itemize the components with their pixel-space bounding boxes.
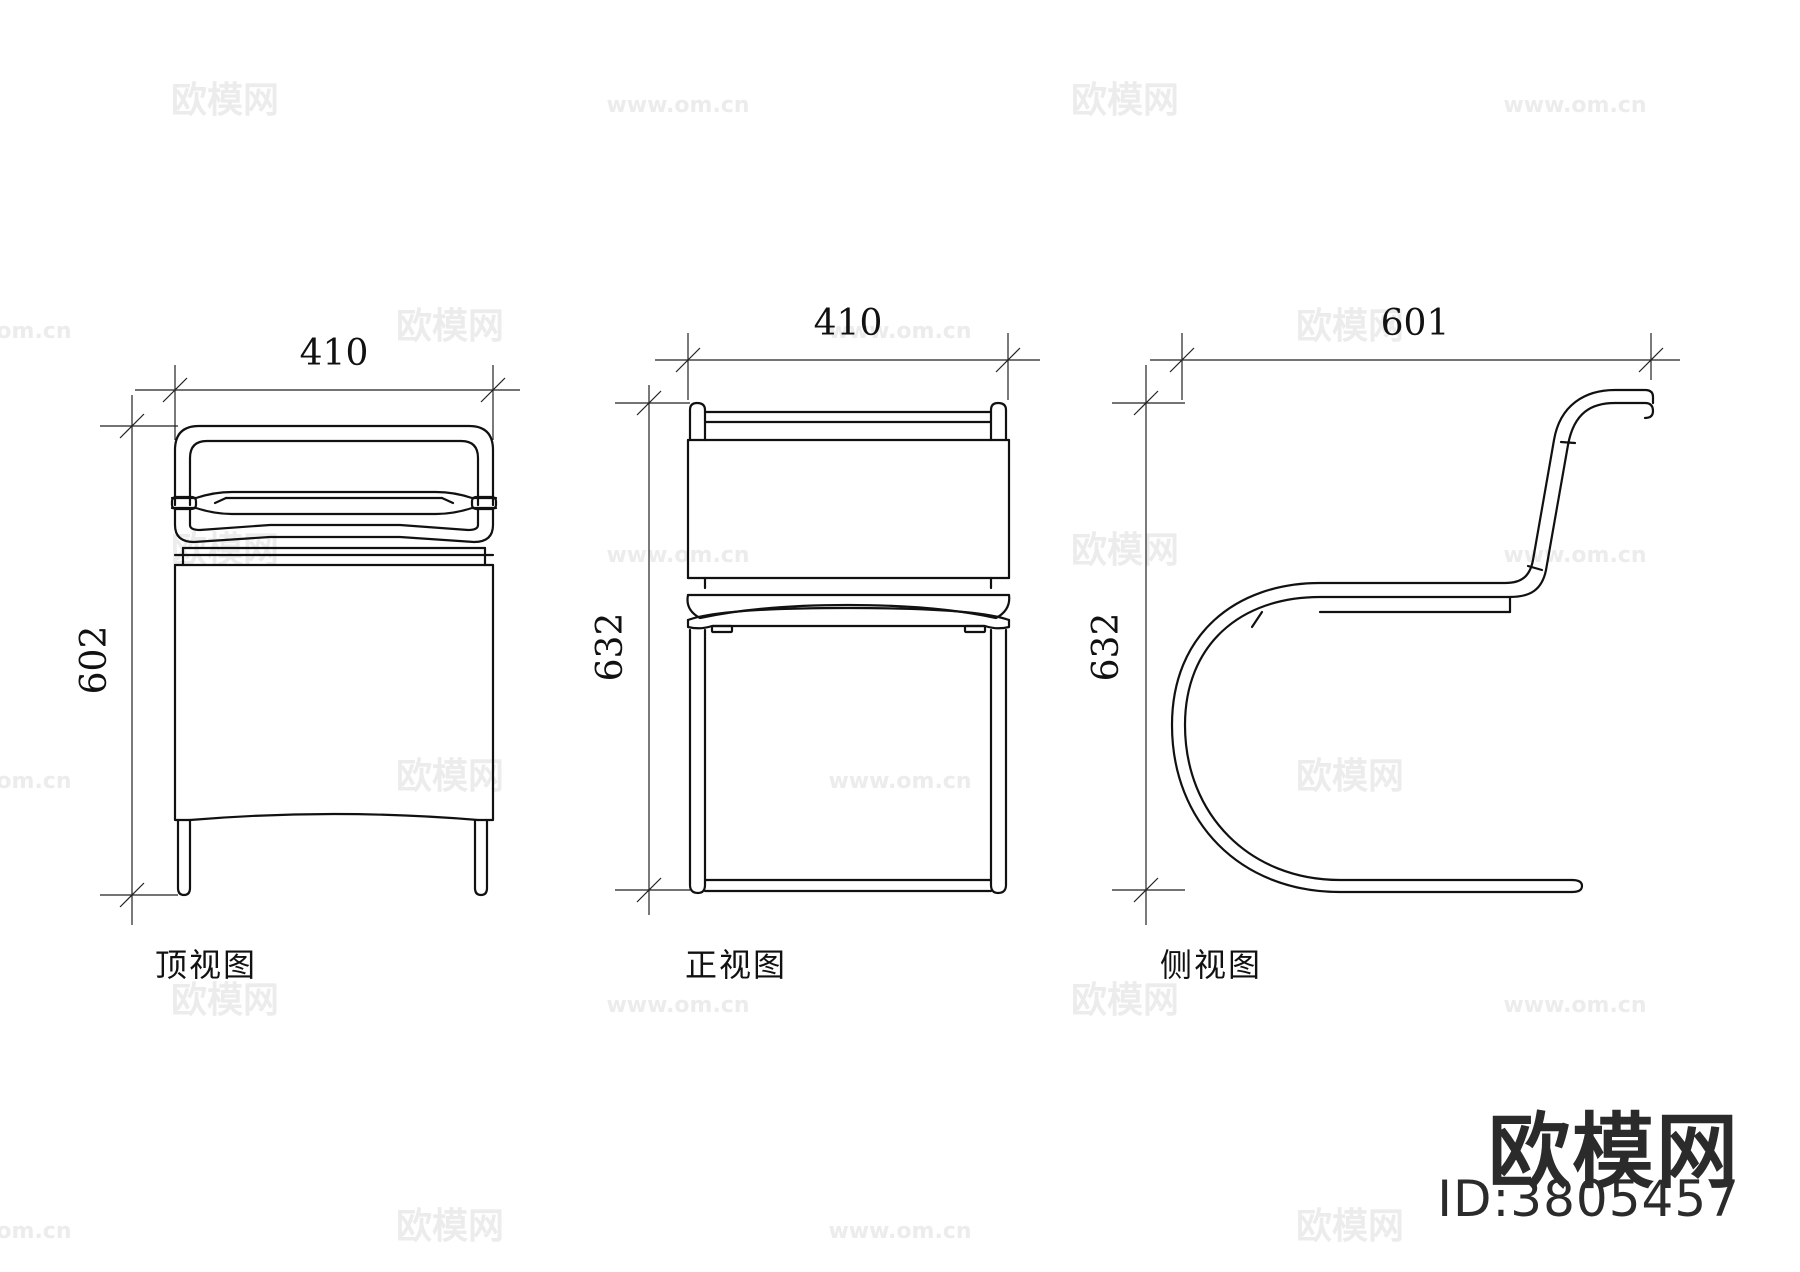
top-depth-dimension: 602 [74,626,115,695]
watermark-text: www.om.cn [606,543,749,568]
front-view-frame [686,401,1011,895]
watermark-text: 欧模网 [396,306,504,347]
watermark-text: 欧模网 [1071,80,1179,121]
side-view-caption: 侧视图 [1160,946,1263,984]
side-view-dimensions: 601 632 [1086,303,1680,925]
watermark-text: 欧模网 [1071,980,1179,1021]
front-height-dimension: 632 [590,613,631,682]
watermark-text: www.om.cn [0,769,72,794]
watermark-text: 欧模网 [1071,530,1179,571]
side-view: 601 632 [1086,303,1680,925]
watermark-text: www.om.cn [828,319,971,344]
top-view-caption: 顶视图 [155,946,258,984]
watermark-text: 欧模网 [1296,756,1404,797]
brand-logo: 欧模网 [1487,1105,1740,1200]
watermark-text: www.om.cn [0,319,72,344]
watermark-text: www.om.cn [828,1219,971,1244]
front-view: 410 632 [590,303,1040,915]
watermark-text: www.om.cn [828,769,971,794]
watermark-text: 欧模网 [1296,1206,1404,1247]
side-view-frame [1170,388,1655,894]
side-height-dimension: 632 [1086,613,1127,682]
watermark-text: 欧模网 [396,756,504,797]
side-depth-dimension: 601 [1381,303,1450,344]
top-view-dimensions: 410 602 [74,333,520,925]
front-view-caption: 正视图 [685,946,788,984]
top-view-frame [170,424,498,897]
top-width-dimension: 410 [300,333,369,374]
watermark-text: 欧模网 [1296,306,1404,347]
top-view: 410 602 [74,333,520,925]
watermark-text: www.om.cn [1503,993,1646,1018]
watermark-text: www.om.cn [1503,543,1646,568]
watermark-text: www.om.cn [606,93,749,118]
watermark-text: 欧模网 [396,1206,504,1247]
watermark-text: 欧模网 [171,80,279,121]
front-width-dimension: 410 [814,303,883,344]
model-id: ID:3805457 [1437,1170,1740,1228]
watermark-text: www.om.cn [1503,93,1646,118]
watermark-text: www.om.cn [606,993,749,1018]
watermark-text: www.om.cn [0,1219,72,1244]
watermark-text: 欧模网 [171,980,279,1021]
front-view-dimensions: 410 632 [590,303,1040,915]
